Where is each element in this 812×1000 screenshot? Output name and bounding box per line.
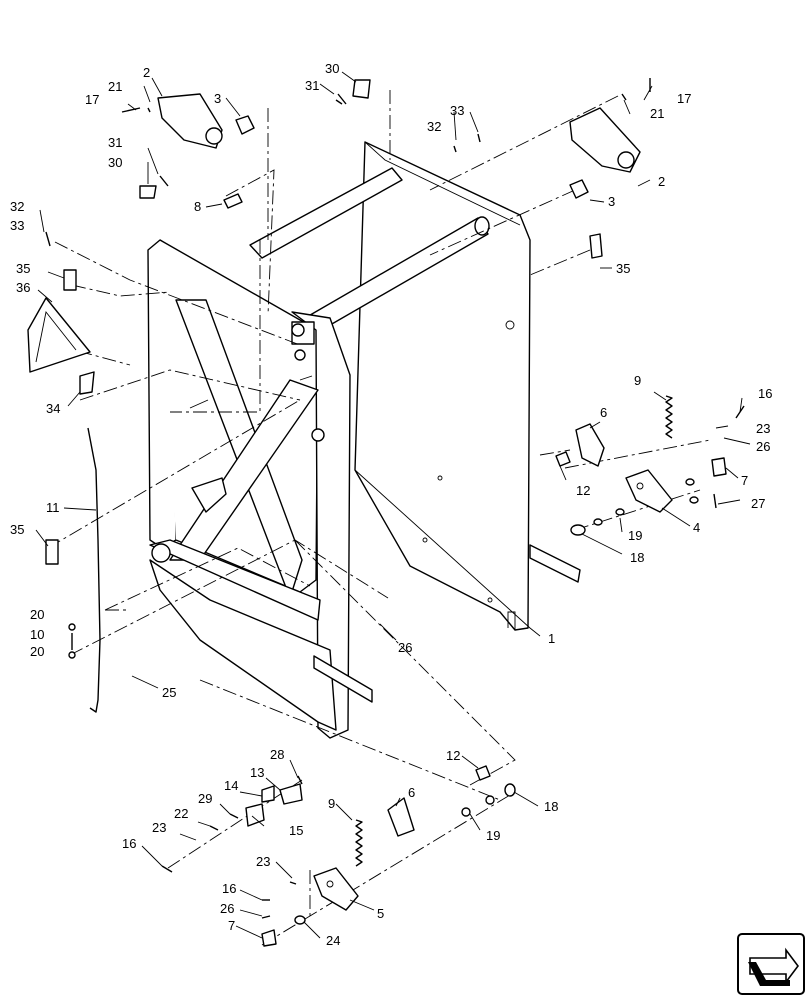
callout-label: 34 [46,401,60,416]
callout-label: 17 [677,91,691,106]
callout-label: 7 [741,473,748,488]
callout-label: 13 [250,765,264,780]
callout-label: 33 [450,103,464,118]
callout-label: 20 [30,607,44,622]
callout-labels: 1 2 2 3 3 4 5 6 6 7 7 8 9 9 10 11 12 12 … [10,61,772,948]
callout-label: 2 [658,174,665,189]
callout-label: 23 [152,820,166,835]
callout-label: 31 [305,78,319,93]
callout-label: 24 [326,933,340,948]
callout-label: 8 [194,199,201,214]
callout-label: 4 [693,520,700,535]
callout-label: 12 [576,483,590,498]
callout-label: 28 [270,747,284,762]
callout-label: 29 [198,791,212,806]
callout-label: 27 [751,496,765,511]
main-frame [147,141,581,739]
callout-label: 3 [214,91,221,106]
callout-label: 5 [377,906,384,921]
callout-label: 19 [486,828,500,843]
callout-label: 10 [30,627,44,642]
callout-label: 6 [600,405,607,420]
callout-label: 3 [608,194,615,209]
callout-label: 32 [427,119,441,134]
callout-label: 14 [224,778,238,793]
callout-label: 26 [756,439,770,454]
next-page-arrow-icon[interactable] [737,933,805,995]
callout-label: 9 [328,796,335,811]
callout-label: 33 [10,218,24,233]
callout-label: 9 [634,373,641,388]
callout-label: 12 [446,748,460,763]
callout-label: 16 [222,881,236,896]
callout-label: 30 [325,61,339,76]
callout-label: 35 [10,522,24,537]
callout-label: 15 [289,823,303,838]
callout-label: 19 [628,528,642,543]
callout-label: 36 [16,280,30,295]
callout-label: 23 [756,421,770,436]
callout-label: 18 [630,550,644,565]
callout-label: 20 [30,644,44,659]
callout-label: 16 [758,386,772,401]
callout-label: 2 [143,65,150,80]
callout-label: 7 [228,918,235,933]
callout-label: 11 [46,500,60,515]
callout-label: 6 [408,785,415,800]
callout-label: 23 [256,854,270,869]
callout-label: 17 [85,92,99,107]
callout-label: 30 [108,155,122,170]
callout-label: 18 [544,799,558,814]
callout-label: 35 [16,261,30,276]
callout-label: 25 [162,685,176,700]
callout-label: 31 [108,135,122,150]
callout-label: 32 [10,199,24,214]
callout-label: 1 [548,631,555,646]
callout-label: 21 [650,106,664,121]
callout-label: 22 [174,806,188,821]
callout-label: 26 [220,901,234,916]
callout-label: 26 [398,640,412,655]
hardware-parts [27,78,745,947]
callout-label: 21 [108,79,122,94]
callout-label: 35 [616,261,630,276]
callout-leaders [35,71,751,939]
callout-label: 16 [122,836,136,851]
